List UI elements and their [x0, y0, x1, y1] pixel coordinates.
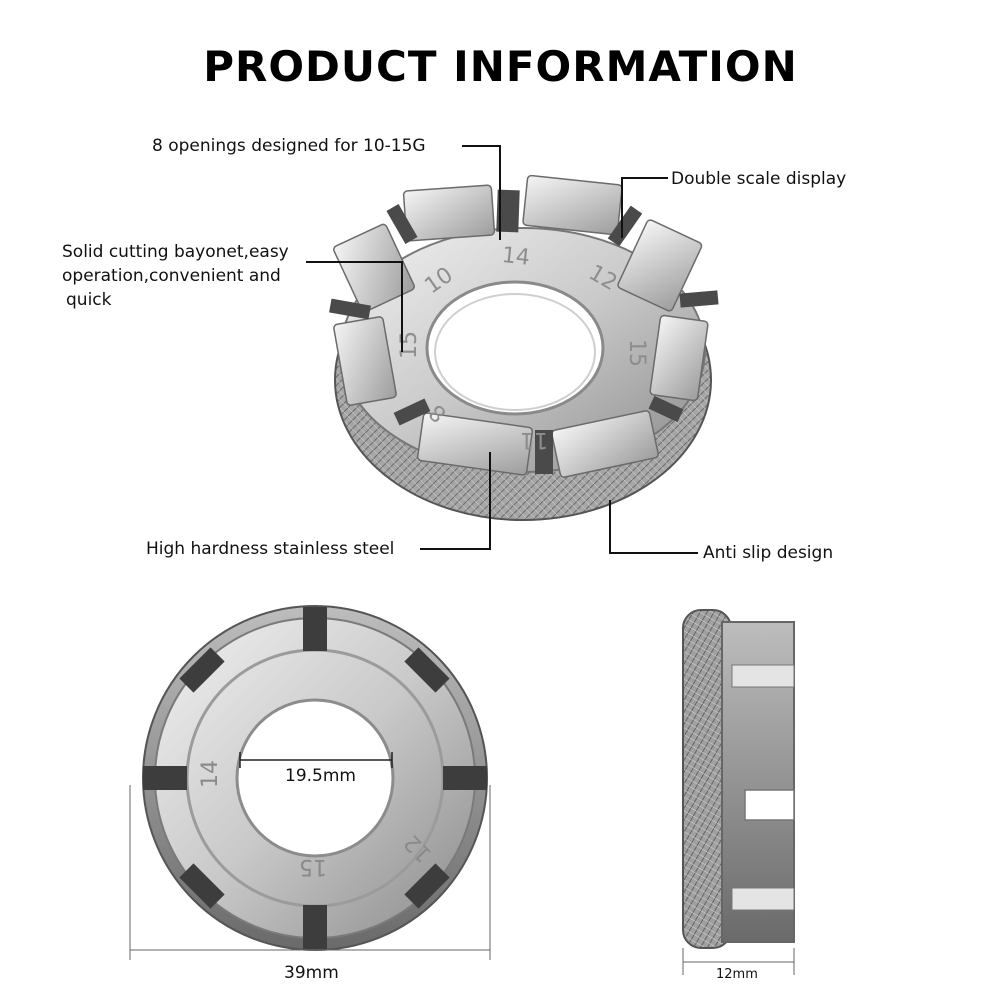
outer-diameter-line — [129, 785, 491, 960]
angled-view-wrench: 14 12 15 10 15 8 11 — [329, 174, 719, 521]
inner-diameter-line — [239, 752, 393, 768]
callout-bayonet-line3: quick — [66, 290, 112, 310]
tooth-ring — [333, 174, 709, 478]
page-title: PRODUCT INFORMATION — [203, 42, 798, 91]
callout-bayonet-line1: Solid cutting bayonet,easy — [62, 242, 289, 262]
outer-diameter-label: 39mm — [284, 963, 339, 983]
scale-number: 14 — [198, 760, 223, 788]
inner-diameter-label: 19.5mm — [285, 766, 356, 786]
front-view-wrench: 14 15 12 — [142, 605, 488, 951]
thickness-label: 12mm — [716, 967, 758, 982]
center-hole — [235, 698, 395, 858]
callout-anti-slip: Anti slip design — [703, 543, 834, 563]
scale-number: 15 — [624, 339, 649, 367]
side-slot — [744, 789, 795, 821]
side-view-wrench — [682, 609, 795, 949]
spoke-slots — [329, 189, 719, 474]
thickness-line — [682, 948, 795, 975]
callout-stainless: High hardness stainless steel — [146, 539, 395, 559]
front-spoke-slots — [143, 607, 487, 949]
scale-number: 15 — [397, 331, 422, 359]
scale-number: 11 — [520, 427, 548, 452]
scale-number: 14 — [501, 243, 531, 271]
scale-numbers-front: 14 15 12 — [198, 760, 437, 879]
leader-lines — [306, 145, 698, 554]
callout-double-scale: Double scale display — [671, 169, 847, 189]
scale-number: 15 — [299, 854, 327, 879]
callout-bayonet-line2: operation,convenient and — [62, 266, 281, 286]
callout-openings: 8 openings designed for 10-15G — [152, 136, 426, 156]
